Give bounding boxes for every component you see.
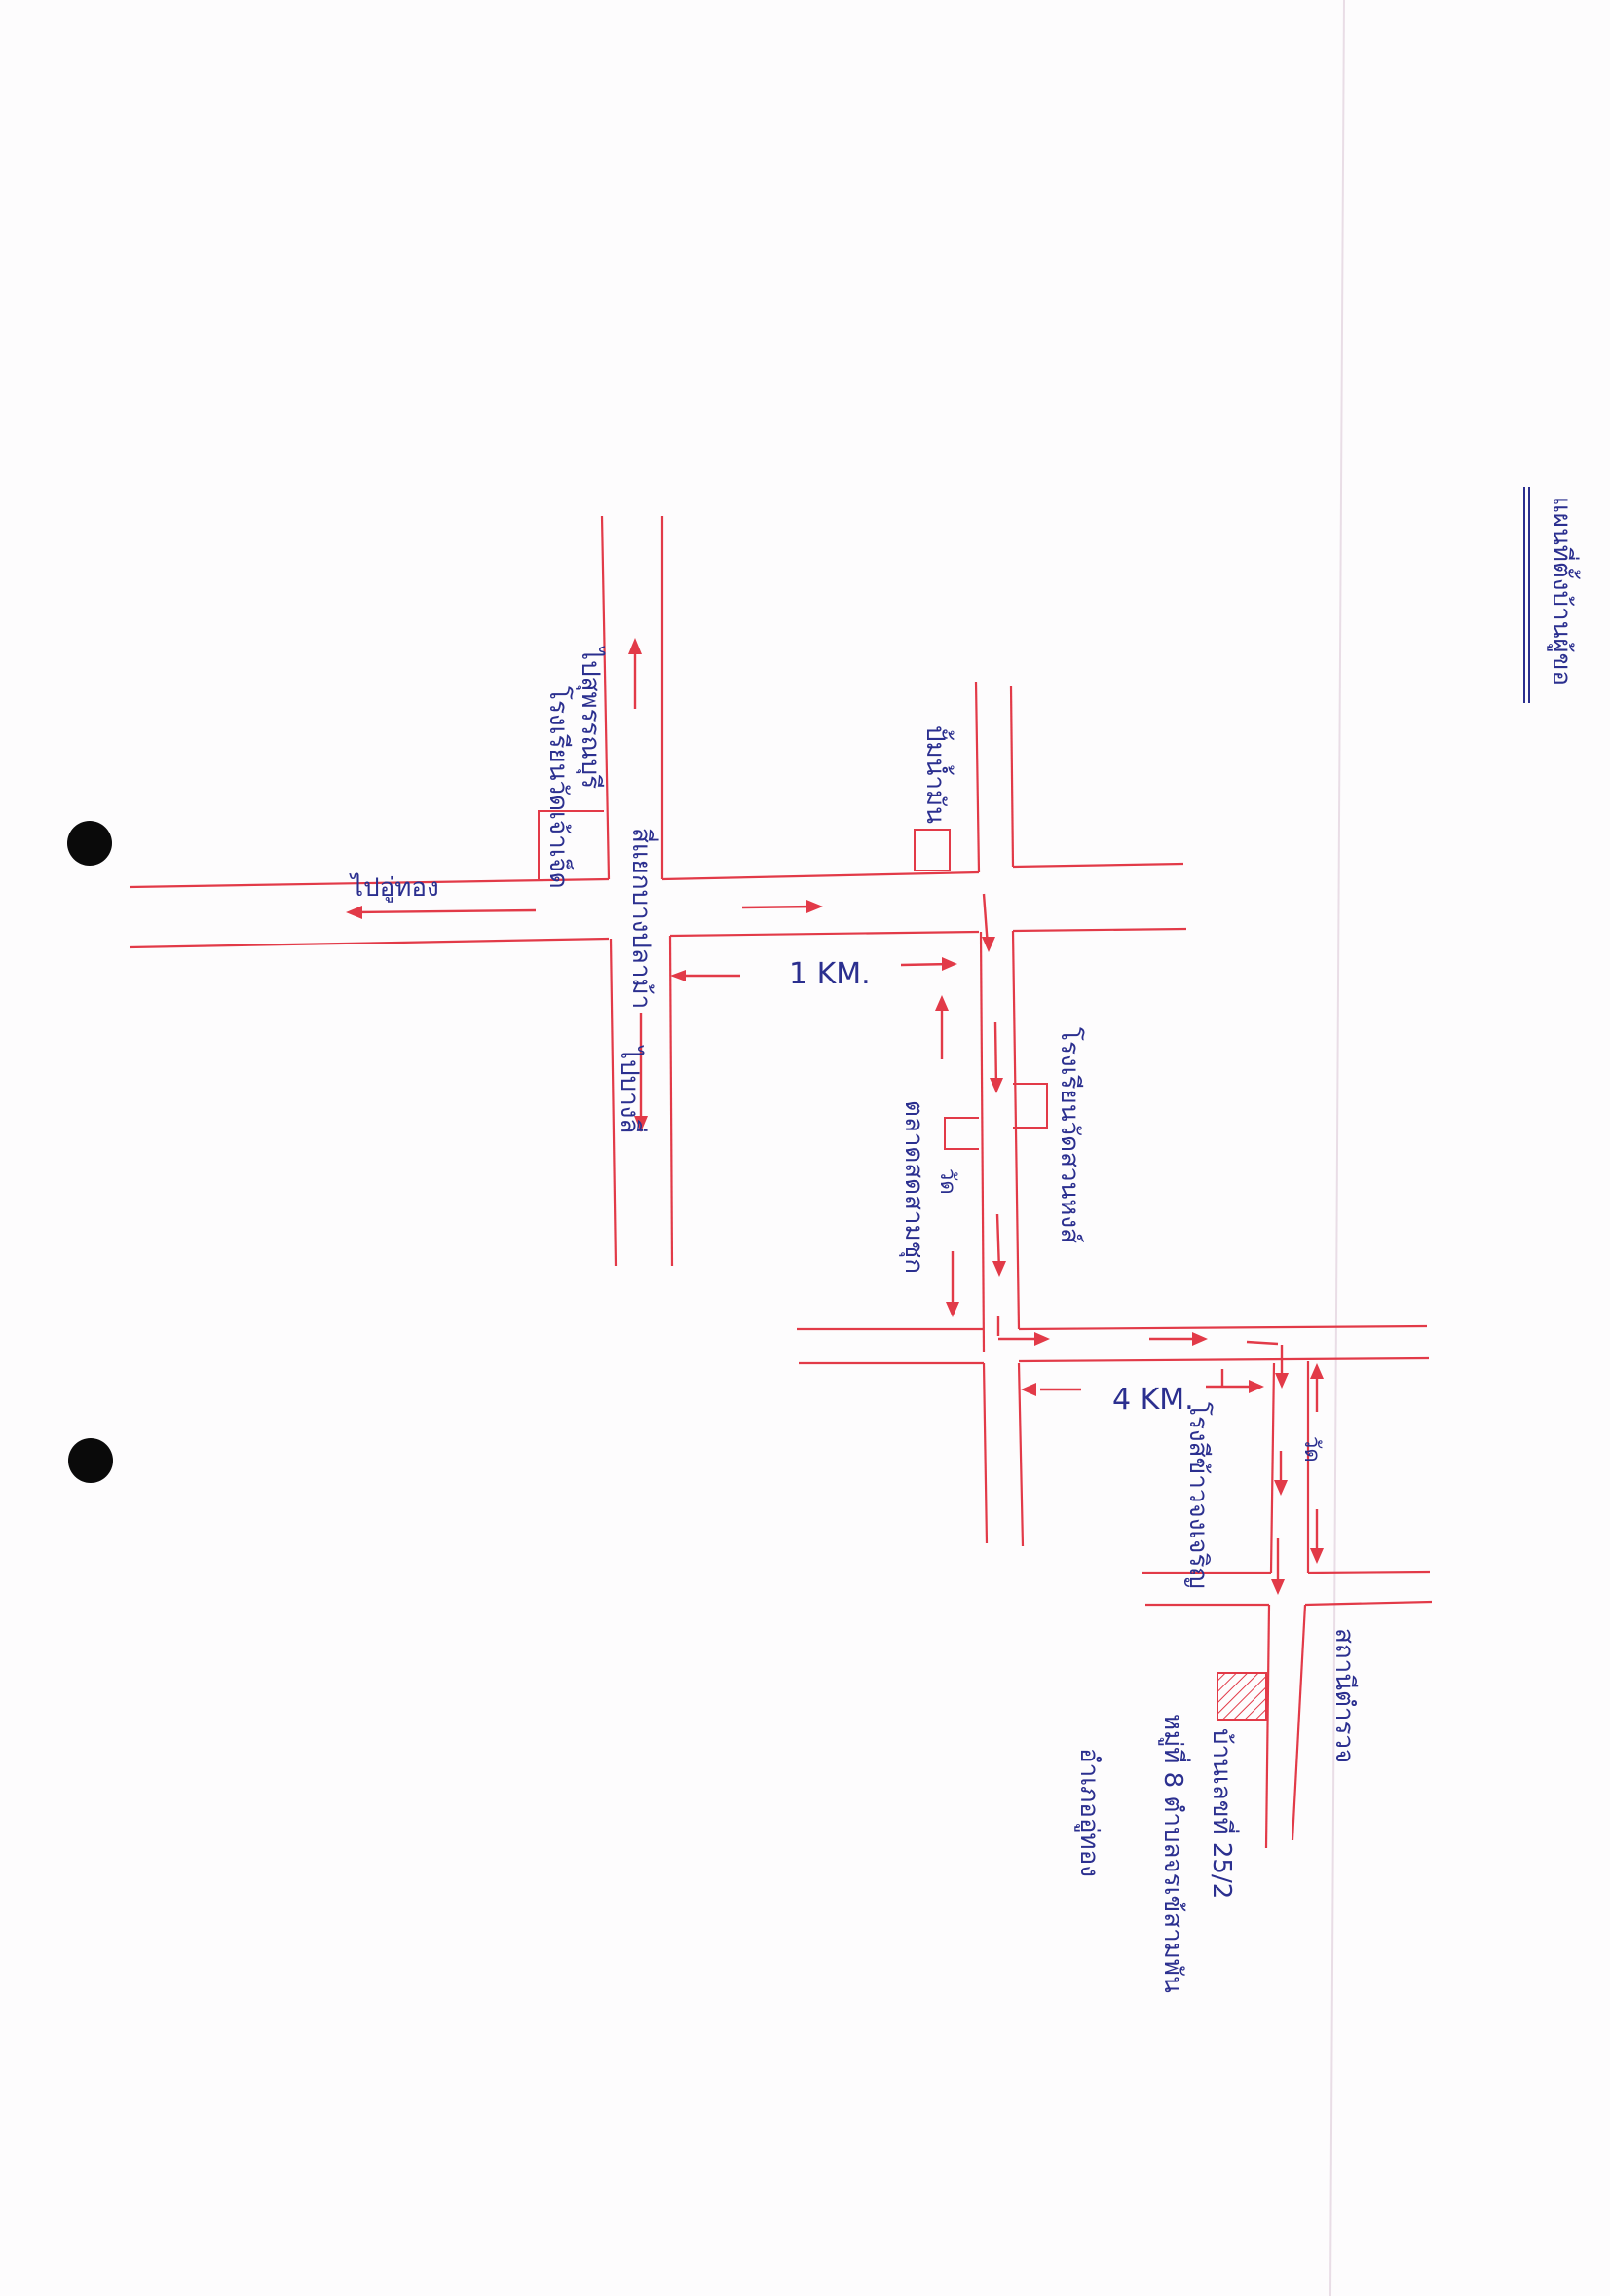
house-location-marker: [1217, 1672, 1267, 1721]
store-right-box: [1013, 1083, 1048, 1129]
road-middle-vertical: [974, 681, 1025, 1547]
label-road-south: ไปบางลี่: [615, 1045, 648, 1133]
label-company: โรงสีข้าวจงเจริญ: [1183, 1402, 1214, 1589]
punch-hole-upper: [67, 821, 112, 866]
gas-station-box: [914, 829, 951, 871]
label-junction-main: สี่แยกบางปลาม้า: [626, 828, 659, 1009]
map-title: แผนที่ตั้งบ้านผู้ขอ: [1547, 497, 1581, 685]
label-road-west: ไปอู่ทอง: [349, 872, 439, 903]
label-school-upper: โรงเรียนวัดเจ้าเจ็ด: [543, 686, 575, 889]
label-store-right: โรงเรียนวัดสวนหงส์: [1055, 1027, 1085, 1243]
road-bottom-horizontal: [1142, 1570, 1433, 1607]
road-lower-horizontal: [797, 1324, 1430, 1365]
label-market: ตลาดสดสามชุก: [899, 1100, 928, 1274]
road-right-vertical: [1264, 1361, 1310, 1849]
label-house-address-line2: หมู่ที่ 8 ตำบลจรเข้สามพัน: [1158, 1714, 1191, 1993]
fold-line: [1329, 0, 1345, 2296]
label-police: วัด: [1299, 1436, 1324, 1463]
punch-hole-lower: [68, 1438, 113, 1483]
direction-arrows: [346, 638, 1324, 1595]
label-house-address-line1: บ้านเลขที่ 25/2: [1207, 1728, 1240, 1899]
map-title-block: แผนที่ตั้งบ้านผู้ขอ: [1523, 487, 1581, 703]
market-box: [944, 1117, 979, 1150]
label-house-address-line3: อำเภออู่ทอง: [1074, 1748, 1104, 1877]
road-upper-horizontal: [129, 862, 1187, 949]
school-upper-box: [538, 810, 604, 879]
label-distance-4km: 4 KM.: [1112, 1383, 1194, 1417]
label-distance-1km: 1 KM.: [789, 957, 871, 991]
label-temple: วัด: [935, 1168, 959, 1195]
label-gas-station: ปั้มน้ำมัน: [920, 725, 955, 824]
label-police-station: สถานีตำรวจ: [1329, 1628, 1359, 1763]
road-main-vertical: [600, 515, 674, 1267]
label-road-north: ไปสุพรรณบุรี: [576, 646, 606, 789]
